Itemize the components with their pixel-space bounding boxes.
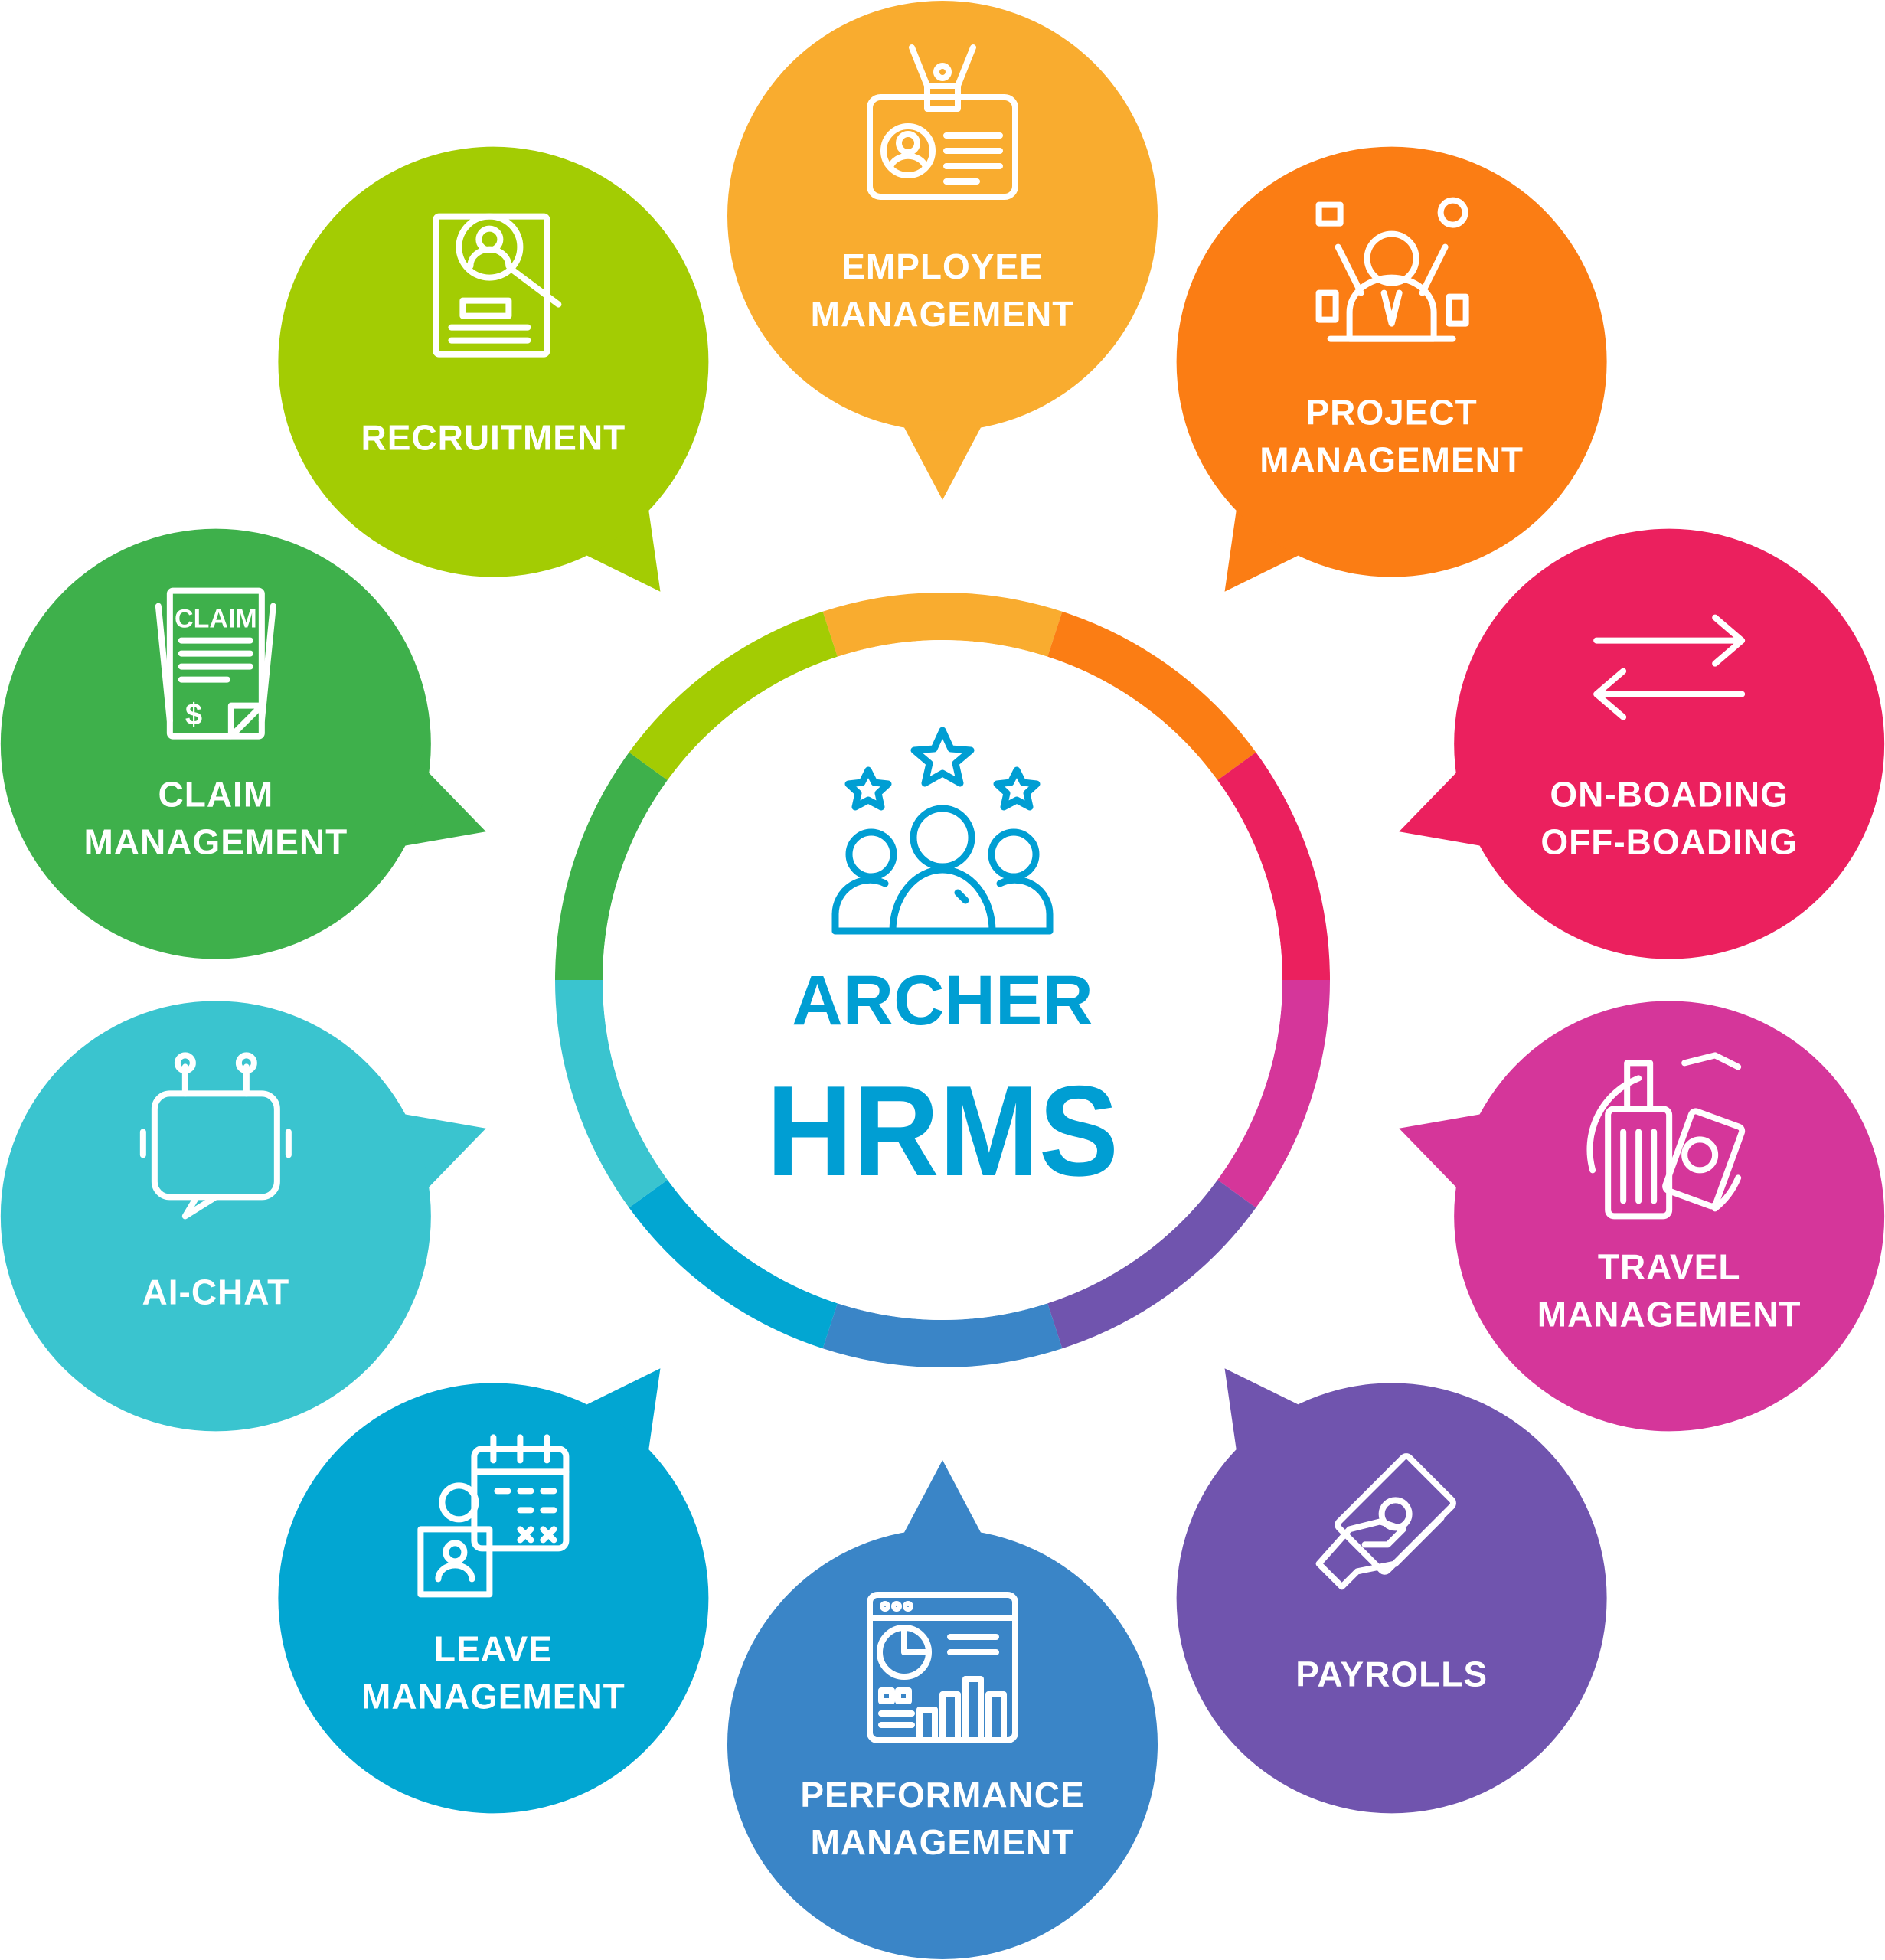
- module-onboarding[interactable]: ON-BOADING OFF-BOADING: [1399, 528, 1885, 959]
- ring-segment-recruitment: [629, 611, 838, 781]
- resume-search-icon: [433, 213, 562, 358]
- claim-document-icon: CLAIM $: [155, 587, 276, 740]
- module-travel[interactable]: TRAVEL MANAGEMENT: [1399, 1001, 1885, 1432]
- center-logo: ARCHER HRMS: [766, 727, 1119, 1203]
- module-label: MANAGEMENT: [1537, 1294, 1802, 1334]
- module-label: MANAGEMENT: [83, 822, 348, 862]
- module-employee[interactable]: EMPLOYEE MANAGEMENT: [727, 1, 1158, 500]
- dashboard-chart-icon: [867, 1592, 1018, 1743]
- center-ring: [555, 593, 1330, 1367]
- bubble: [727, 1, 1158, 431]
- bubble: [0, 1001, 431, 1432]
- module-label: RECRUITMENT: [361, 418, 626, 458]
- module-leave[interactable]: LEAVE MANAGEMENT: [278, 1368, 709, 1814]
- bubble: [1454, 528, 1885, 959]
- bubble: [278, 146, 709, 577]
- bubble: [727, 1529, 1158, 1959]
- module-payrolls[interactable]: PAYROLLS: [1176, 1368, 1607, 1814]
- ring-segment-aichat: [555, 979, 668, 1208]
- ring-segment-leave: [629, 1179, 838, 1349]
- module-aichat[interactable]: AI-CHAT: [0, 1001, 486, 1432]
- module-label: CLAIM: [158, 775, 274, 815]
- ring-segment-onboarding: [1217, 752, 1330, 981]
- module-label: EMPLOYEE: [841, 247, 1044, 286]
- module-label: MANAGEMENT: [811, 1822, 1075, 1862]
- robot-chat-icon: [139, 1052, 292, 1220]
- module-label: TRAVEL: [1598, 1246, 1741, 1286]
- bubble: [278, 1383, 709, 1814]
- module-label: MANAGEMENT: [811, 294, 1075, 334]
- ring-segment-claim: [555, 752, 668, 981]
- team-stars-icon: [831, 727, 1054, 935]
- bubble: [1176, 146, 1607, 577]
- ring-segment-payrolls: [1047, 1179, 1256, 1349]
- module-project[interactable]: PROJECT MANAGEMENT: [1176, 146, 1607, 592]
- luggage-passport-icon: [1586, 1052, 1746, 1220]
- id-badge-icon: [867, 44, 1018, 200]
- bubble: [0, 528, 431, 959]
- bubble: [1176, 1383, 1607, 1814]
- module-label: ON-BOADING: [1550, 775, 1789, 815]
- claim-icon-text: CLAIM: [175, 605, 257, 634]
- ring-segment-travel: [1217, 979, 1330, 1208]
- module-label: MANAGEMENT: [361, 1676, 626, 1716]
- module-claim[interactable]: CLAIM $ CLAIM MANAGEMENT: [0, 528, 486, 959]
- module-recruitment[interactable]: RECRUITMENT: [278, 146, 709, 592]
- swap-arrows-icon: [1593, 614, 1746, 720]
- brand-title-bottom: HRMS: [766, 1059, 1119, 1203]
- calendar-person-icon: [417, 1434, 570, 1598]
- module-label: AI-CHAT: [142, 1272, 290, 1312]
- module-label: PAYROLLS: [1295, 1654, 1488, 1694]
- dollar-icon: $: [185, 698, 202, 732]
- module-label: PERFORMANCE: [800, 1775, 1084, 1815]
- module-label: PROJECT: [1305, 393, 1477, 433]
- ring-segment-employee: [822, 593, 1063, 657]
- brand-title-top: ARCHER: [792, 962, 1093, 1040]
- module-label: MANAGEMENT: [1259, 440, 1524, 480]
- module-performance[interactable]: PERFORMANCE MANAGEMENT: [727, 1460, 1158, 1959]
- multitasking-person-icon: [1315, 197, 1469, 342]
- module-label: LEAVE: [434, 1628, 553, 1668]
- module-label: OFF-BOADING: [1540, 822, 1798, 862]
- ring-segment-project: [1047, 611, 1256, 781]
- center-disc: [603, 640, 1282, 1320]
- hand-money-icon: [1315, 1453, 1456, 1590]
- ring-segment-performance: [822, 1303, 1063, 1367]
